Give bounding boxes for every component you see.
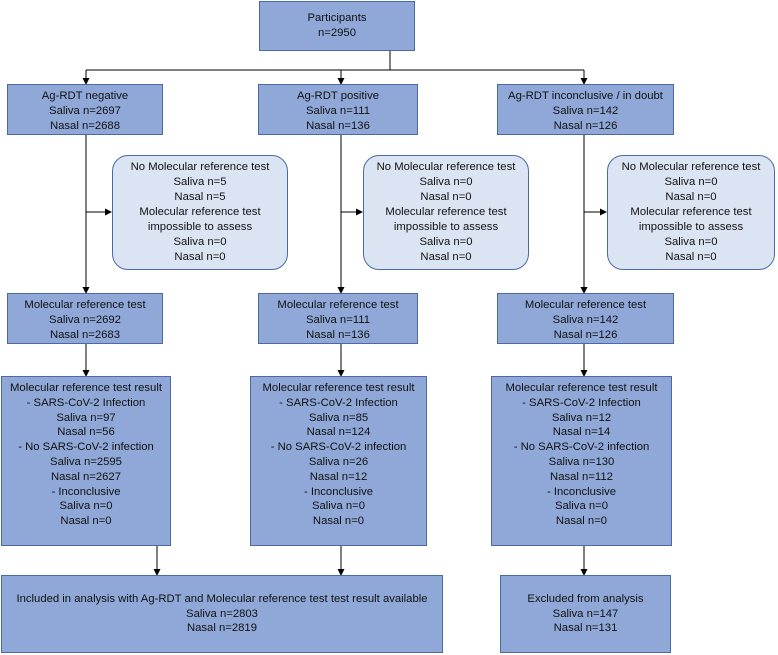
box-line: Saliva n=111 bbox=[306, 104, 370, 117]
box-line: Ag-RDT inconclusive / in doubt bbox=[508, 90, 663, 102]
box-line: Nasal n=0 bbox=[420, 191, 472, 203]
box-line: Molecular reference test bbox=[385, 206, 507, 218]
box-line: Nasal n=131 bbox=[553, 622, 618, 635]
box-line: Saliva n=2692 bbox=[49, 313, 121, 326]
box-line: Nasal n=0 bbox=[555, 515, 608, 528]
result-box-negative: Molecular reference test result - SARS-Co… bbox=[1, 376, 171, 546]
box-line: Molecular reference test result bbox=[505, 382, 658, 394]
box-line: - Inconclusive bbox=[51, 485, 121, 498]
box-line: Saliva n=142 bbox=[552, 104, 619, 117]
box-line: Nasal n=14 bbox=[552, 426, 611, 439]
box-line: Saliva n=97 bbox=[56, 411, 116, 424]
box-line: Saliva n=0 bbox=[419, 176, 473, 188]
result-box-inconclusive: Molecular reference test result - SARS-Co… bbox=[491, 376, 672, 546]
box-line: Nasal n=2627 bbox=[50, 470, 122, 483]
box-line: Nasal n=2819 bbox=[186, 622, 258, 635]
box-line: Nasal n=136 bbox=[306, 328, 370, 341]
box-line: Saliva n=0 bbox=[664, 236, 718, 248]
box-line: - SARS-CoV-2 Infection bbox=[26, 396, 146, 409]
box-line: Saliva n=0 bbox=[419, 236, 473, 248]
box-line: Molecular reference test bbox=[630, 206, 752, 218]
box-line: Nasal n=112 bbox=[550, 470, 613, 483]
box-line: - SARS-CoV-2 Infection bbox=[279, 396, 398, 409]
box-line: Saliva n=111 bbox=[306, 313, 370, 326]
box-line: No Molecular reference test bbox=[130, 161, 270, 173]
box-line: Saliva n=2595 bbox=[50, 455, 122, 468]
box-line: Nasal n=124 bbox=[306, 426, 371, 439]
box-line: Saliva n=130 bbox=[548, 455, 615, 468]
box-line: Molecular reference test bbox=[524, 299, 647, 311]
box-line: Saliva n=0 bbox=[664, 176, 718, 188]
box-line: - No SARS-CoV-2 infection bbox=[270, 441, 407, 454]
box-line: No Molecular reference test bbox=[621, 161, 761, 173]
participants-box: Participants n=2950 bbox=[259, 1, 415, 51]
box-line: Nasal n=0 bbox=[174, 251, 226, 263]
box-line: Nasal n=0 bbox=[312, 515, 365, 528]
box-line: Saliva n=12 bbox=[551, 411, 612, 424]
box-line: Nasal n=0 bbox=[665, 191, 717, 203]
box-line: Nasal n=12 bbox=[309, 470, 368, 483]
box-line: Ag-RDT positive bbox=[296, 90, 380, 102]
box-line: Saliva n=0 bbox=[311, 500, 366, 513]
box-line: Nasal n=0 bbox=[665, 251, 717, 263]
box-line: Nasal n=5 bbox=[174, 191, 226, 203]
box-line: Saliva n=0 bbox=[173, 236, 227, 248]
box-line: Molecular reference test bbox=[139, 206, 261, 218]
box-line: - Inconclusive bbox=[546, 485, 617, 498]
box-line: Saliva n=142 bbox=[552, 313, 619, 326]
box-line: Saliva n=147 bbox=[552, 607, 619, 620]
box-line: impossible to assess bbox=[638, 221, 744, 233]
box-line: Nasal n=136 bbox=[306, 119, 370, 132]
box-line: Saliva n=5 bbox=[173, 176, 227, 188]
box-line: No Molecular reference test bbox=[376, 161, 516, 173]
box-line: - No SARS-CoV-2 infection bbox=[513, 441, 650, 454]
box-line: Molecular reference test bbox=[277, 299, 399, 311]
result-box-positive: Molecular reference test result - SARS-Co… bbox=[250, 376, 427, 546]
box-line: Molecular reference test result bbox=[10, 382, 162, 394]
box-line: Nasal n=2688 bbox=[49, 119, 121, 132]
box-line: Nasal n=2683 bbox=[49, 328, 121, 341]
box-line: - Inconclusive bbox=[303, 485, 374, 498]
box-line: Saliva n=2803 bbox=[186, 607, 258, 620]
box-line: Excluded from analysis bbox=[527, 592, 644, 605]
box-line: Saliva n=0 bbox=[59, 500, 113, 513]
box-line: Saliva n=26 bbox=[308, 455, 369, 468]
box-line: Nasal n=126 bbox=[553, 119, 618, 132]
box-line: Nasal n=0 bbox=[60, 515, 112, 528]
box-line: Molecular reference test bbox=[24, 299, 146, 311]
box-line: Ag-RDT negative bbox=[41, 90, 129, 102]
box-line: n=2950 bbox=[317, 27, 356, 39]
box-line: - SARS-CoV-2 Infection bbox=[522, 396, 641, 409]
box-line: impossible to assess bbox=[147, 221, 253, 233]
included-in-analysis-box: Included in analysis with Ag-RDT and Mol… bbox=[1, 575, 443, 653]
box-line: Saliva n=0 bbox=[554, 500, 609, 513]
box-line: Saliva n=2697 bbox=[49, 104, 121, 117]
box-line: Nasal n=126 bbox=[553, 328, 618, 341]
box-line: Saliva n=85 bbox=[308, 411, 369, 424]
box-line: Participants bbox=[307, 12, 367, 25]
box-line: impossible to assess bbox=[393, 221, 499, 233]
box-line: Included in analysis with Ag-RDT and Mol… bbox=[16, 592, 428, 605]
box-line: Nasal n=0 bbox=[420, 251, 472, 263]
box-line: - No SARS-CoV-2 infection bbox=[18, 441, 154, 454]
box-line: Molecular reference test result bbox=[262, 382, 415, 394]
box-line: Nasal n=56 bbox=[57, 426, 115, 439]
